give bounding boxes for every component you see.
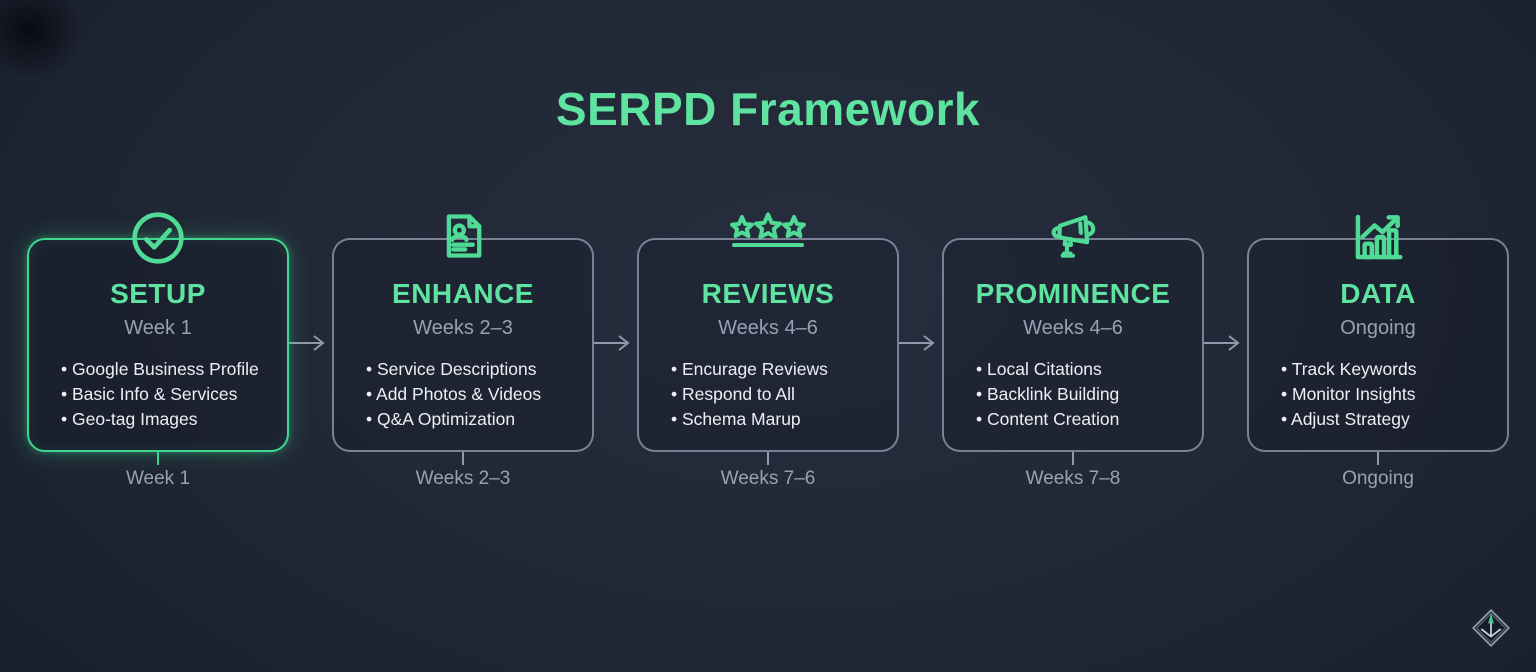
timeline-tick — [1377, 452, 1379, 465]
bullet-item: Local Citations — [976, 357, 1192, 382]
bullet-item: Respond to All — [671, 382, 887, 407]
flow-arrow-icon — [1204, 334, 1247, 352]
flow-arrow-icon — [289, 334, 332, 352]
profile-document-icon — [437, 210, 489, 262]
stage-subtitle: Weeks 2–3 — [413, 317, 513, 339]
stage-card-prominence: PROMINENCE Weeks 4–6 Local Citations Bac… — [942, 202, 1204, 490]
timeline-tick — [462, 452, 464, 465]
arrow-diamond-logo-icon — [1468, 605, 1514, 656]
timeline-tick — [767, 452, 769, 465]
check-circle-icon — [130, 210, 186, 266]
timeline-tick — [157, 452, 159, 465]
bullet-item: Track Keywords — [1281, 357, 1497, 382]
timeline-tick — [1072, 452, 1074, 465]
stage-heading: REVIEWS — [701, 278, 835, 309]
bullet-item: Adjust Strategy — [1281, 407, 1497, 432]
stage-card-enhance: ENHANCE Weeks 2–3 Service Descriptions A… — [332, 202, 594, 490]
stage-card-reviews: REVIEWS Weeks 4–6 Encurage Reviews Respo… — [637, 202, 899, 490]
bullet-list: Local Citations Backlink Building Conten… — [944, 357, 1202, 432]
bullet-item: Monitor Insights — [1281, 382, 1497, 407]
stage-card-setup: SETUP Week 1 Google Business Profile Bas… — [27, 202, 289, 490]
stage-heading: PROMINENCE — [975, 278, 1171, 309]
bullet-item: Basic Info & Services — [61, 382, 277, 407]
stage-subtitle: Weeks 4–6 — [718, 317, 818, 339]
stage-heading: ENHANCE — [392, 278, 534, 309]
stage-card-body: ENHANCE Weeks 2–3 Service Descriptions A… — [332, 238, 594, 452]
bullet-list: Google Business Profile Basic Info & Ser… — [29, 357, 287, 432]
timeline-label: Weeks 2–3 — [415, 468, 511, 489]
bullet-item: Service Descriptions — [366, 357, 582, 382]
bullet-list: Encurage Reviews Respond to All Schema M… — [639, 357, 897, 432]
framework-title: SERPD Framework — [555, 83, 981, 135]
bullet-item: Encurage Reviews — [671, 357, 887, 382]
flow-arrow-icon — [594, 334, 637, 352]
stage-card-body: DATA Ongoing Track Keywords Monitor Insi… — [1247, 238, 1509, 452]
timeline-label: Weeks 7–8 — [1025, 468, 1121, 489]
bullet-list: Service Descriptions Add Photos & Videos… — [334, 357, 592, 432]
bullet-list: Track Keywords Monitor Insights Adjust S… — [1249, 357, 1507, 432]
stage-subtitle: Ongoing — [1340, 317, 1416, 339]
bullet-item: Geo-tag Images — [61, 407, 277, 432]
stage-heading: DATA — [1340, 278, 1416, 309]
stage-card-body: SETUP Week 1 Google Business Profile Bas… — [27, 238, 289, 452]
timeline-label: Week 1 — [125, 468, 191, 489]
flow-arrow-icon — [899, 334, 942, 352]
three-stars-icon — [728, 210, 808, 258]
stage-subtitle: Weeks 4–6 — [1023, 317, 1123, 339]
stage-card-body: PROMINENCE Weeks 4–6 Local Citations Bac… — [942, 238, 1204, 452]
bullet-item: Content Creation — [976, 407, 1192, 432]
megaphone-icon — [1043, 210, 1103, 264]
flow-diagram: SETUP Week 1 Google Business Profile Bas… — [27, 202, 1509, 490]
bar-chart-icon — [1349, 210, 1407, 264]
bullet-item: Google Business Profile — [61, 357, 277, 382]
stage-heading: SETUP — [110, 278, 206, 309]
stage-card-body: REVIEWS Weeks 4–6 Encurage Reviews Respo… — [637, 238, 899, 452]
timeline-label: Ongoing — [1342, 468, 1414, 489]
timeline-label: Weeks 7–6 — [720, 468, 816, 489]
bullet-item: Backlink Building — [976, 382, 1192, 407]
stage-card-data: DATA Ongoing Track Keywords Monitor Insi… — [1247, 202, 1509, 490]
bullet-item: Add Photos & Videos — [366, 382, 582, 407]
bullet-item: Schema Marup — [671, 407, 887, 432]
stage-subtitle: Week 1 — [124, 317, 192, 339]
bullet-item: Q&A Optimization — [366, 407, 582, 432]
